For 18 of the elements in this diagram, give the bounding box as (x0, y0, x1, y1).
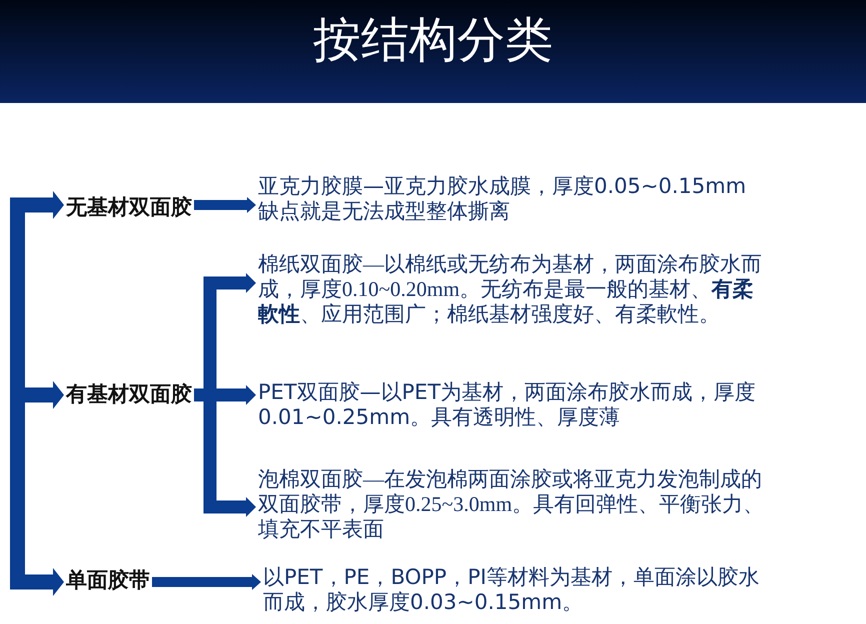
category-label: 单面胶带 (66, 568, 150, 593)
arrow (216, 385, 256, 405)
category-label: 无基材双面胶 (66, 195, 192, 220)
arrow (194, 197, 256, 213)
description-text: 以PET，PE，BOPP，PI等材料为基材，单面涂以胶水而成，胶水厚度0.03~0.15mm。 (263, 565, 763, 615)
description-text: 亚克力胶膜—亚克力胶水成膜，厚度0.05~0.15mm缺点就是无法成型整体撕离 (258, 174, 758, 224)
arrow (152, 574, 261, 590)
arrow (24, 381, 64, 409)
description-text: 泡棉双面胶—在发泡棉两面涂胶或将亚克力发泡制成的双面胶带，厚度0.25~3.0mm。具有回弹性、平衡张力、填充不平表面 (258, 467, 771, 542)
category-label: 有基材双面胶 (66, 382, 192, 407)
arrow (216, 497, 256, 517)
arrow (216, 273, 256, 293)
title: 按结构分类 (313, 12, 553, 68)
description-text: PET双面胶—以PET为基材，两面涂布胶水而成，厚度0.01~0.25mm。具有透明性、厚度薄 (258, 380, 762, 430)
connector-line (10, 198, 25, 590)
description-text: 棉纸双面胶—以棉纸或无纺布为基材，两面涂布胶水而成，厚度0.10~0.20mm。无纺布是最一般的基材、有柔軟性、应用范围广；棉纸基材强度好、有柔軟性。 (258, 252, 768, 327)
arrow (24, 191, 64, 219)
arrow (24, 568, 64, 596)
